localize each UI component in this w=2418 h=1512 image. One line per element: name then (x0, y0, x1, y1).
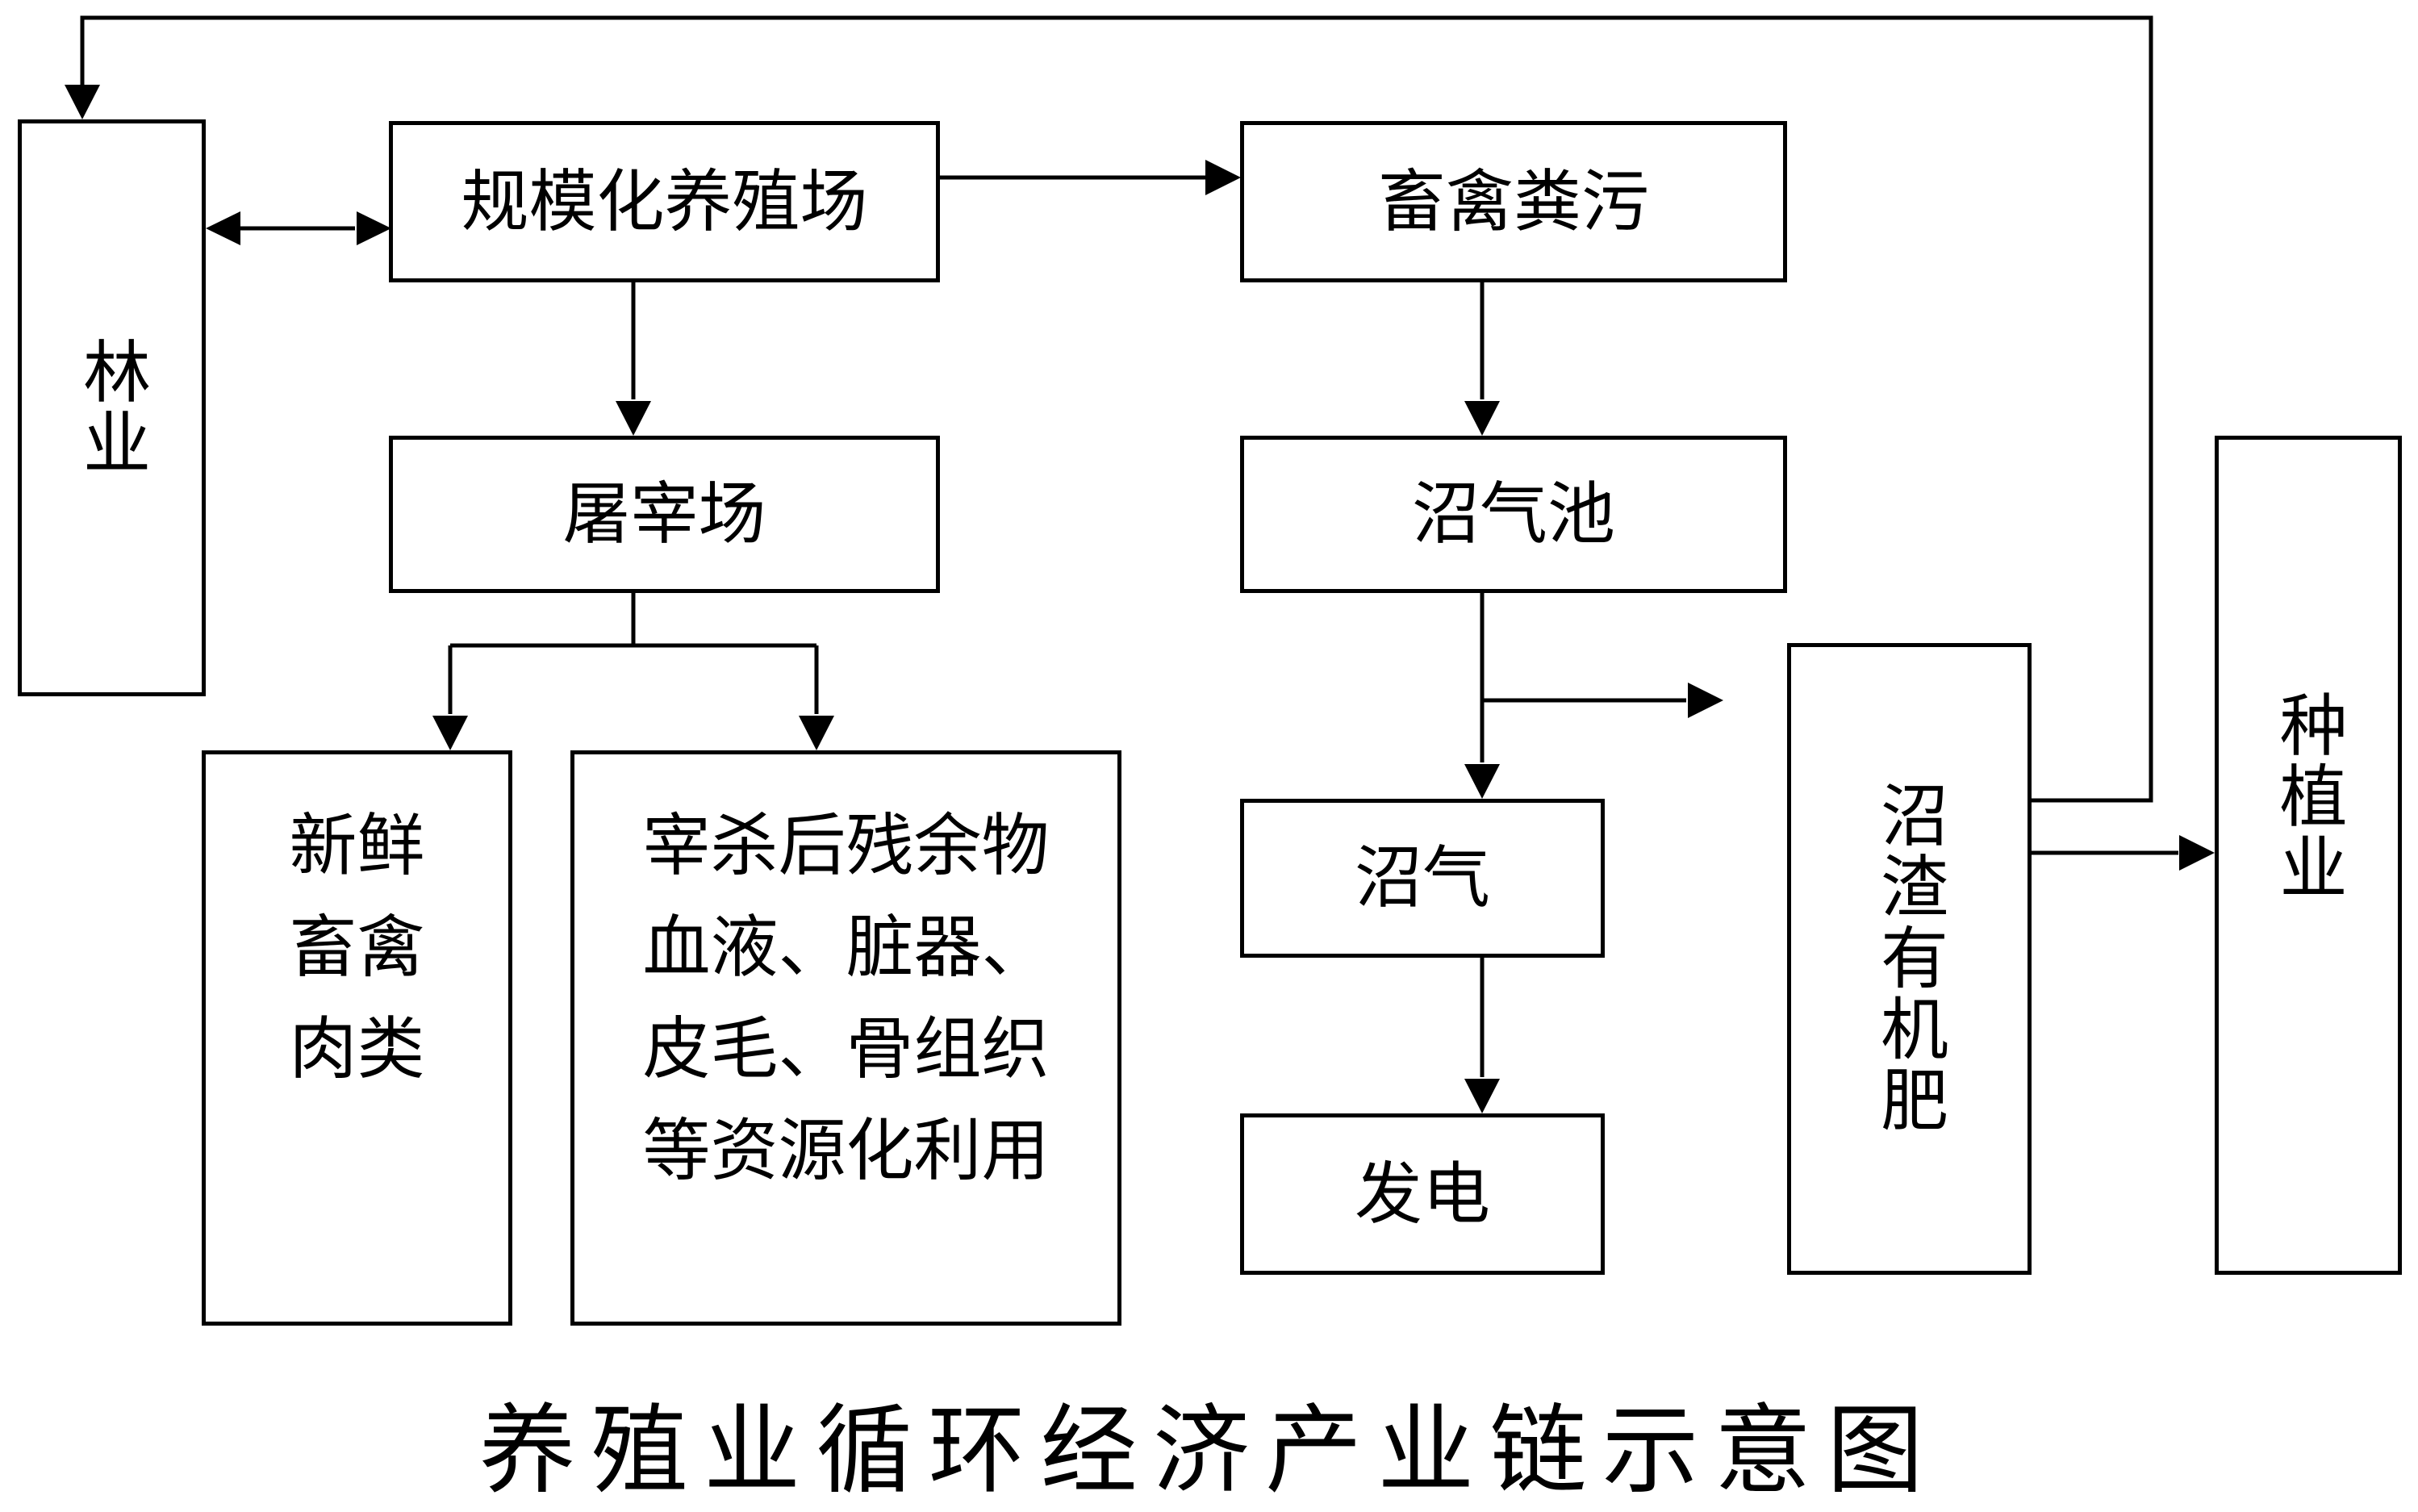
arrowhead-power (1464, 1079, 1500, 1113)
node-fresh-meat: 新鲜 畜禽 肉类 (202, 750, 512, 1326)
node-farm-label: 规模化养殖场 (461, 161, 868, 241)
arrowhead-manure (1205, 160, 1241, 195)
node-forestry: 林业 (18, 119, 206, 696)
node-biogas-tank-label: 沼气池 (1411, 474, 1615, 554)
arrowhead-planting (2179, 835, 2215, 871)
node-slaughterhouse-label: 屠宰场 (562, 474, 766, 554)
node-power-label: 发电 (1354, 1154, 1490, 1234)
arrowhead-biogas (1464, 764, 1500, 799)
node-biogas-tank: 沼气池 (1240, 436, 1787, 593)
node-fresh-meat-label: 新鲜 畜禽 肉类 (289, 806, 425, 1088)
node-biogas-residue: 沼渣有机肥 (1787, 643, 2032, 1275)
node-planting: 种植业 (2215, 436, 2402, 1275)
node-planting-label: 种植业 (2269, 690, 2348, 904)
arrowhead-right-farm (357, 211, 391, 245)
node-manure: 畜禽粪污 (1240, 121, 1787, 282)
node-farm: 规模化养殖场 (389, 121, 940, 282)
node-forestry-label: 林业 (72, 336, 152, 479)
node-biogas-label: 沼气 (1354, 838, 1490, 918)
diagram-caption: 养殖业循环经济产业链示意图 (478, 1395, 1940, 1507)
arrowhead-left-forestry (206, 211, 240, 245)
arrowhead-residue (799, 716, 834, 750)
arrowhead-forestry (65, 85, 100, 119)
node-residue: 宰杀后残余物 血液、脏器、 皮毛、骨组织 等资源化利用 (570, 750, 1121, 1326)
node-residue-label: 宰杀后残余物 血液、脏器、 皮毛、骨组织 等资源化利用 (642, 806, 1050, 1190)
arrowhead-tank-right (1688, 683, 1723, 718)
node-biogas-residue-label: 沼渣有机肥 (1869, 780, 1949, 1136)
node-power: 发电 (1240, 1113, 1605, 1275)
arrowhead-tank (1464, 401, 1500, 436)
node-biogas: 沼气 (1240, 799, 1605, 958)
arrowhead-fresh (432, 716, 468, 750)
node-slaughterhouse: 屠宰场 (389, 436, 940, 593)
node-manure-label: 畜禽粪污 (1377, 161, 1649, 241)
arrowhead-slaughter (616, 401, 651, 436)
